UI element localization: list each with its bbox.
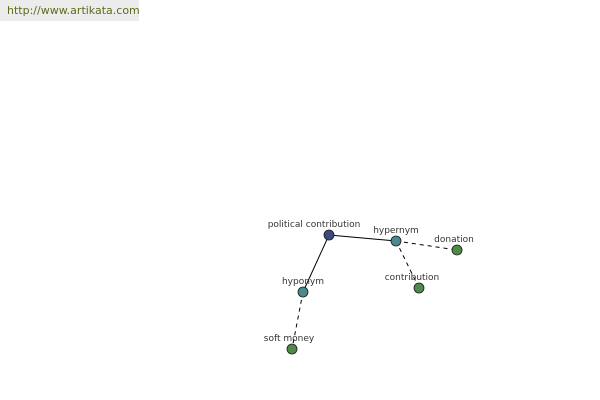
graph-nodes: political contribution hypernym hyponym don… xyxy=(264,220,474,355)
node-circle-contribution[interactable] xyxy=(413,282,425,294)
edge-hypernym-to-donation xyxy=(395,240,458,251)
node-circle-hypernym[interactable] xyxy=(390,235,402,247)
node-contribution[interactable]: contribution xyxy=(385,273,440,294)
node-label-hyponym[interactable]: hyponym xyxy=(282,277,324,287)
node-circle-political-contribution[interactable] xyxy=(323,229,335,241)
source-url-banner[interactable]: http://www.artikata.com xyxy=(0,0,140,21)
edge-political-contribution-to-hyponym xyxy=(302,234,330,293)
node-label-soft-money[interactable]: soft money xyxy=(264,334,315,344)
node-soft-money[interactable]: soft money xyxy=(264,334,315,355)
node-circle-soft-money[interactable] xyxy=(286,343,298,355)
node-circle-donation[interactable] xyxy=(451,244,463,256)
node-circle-hyponym[interactable] xyxy=(297,286,309,298)
node-political-contribution[interactable]: political contribution xyxy=(268,220,361,241)
edge-hypernym-to-contribution xyxy=(395,240,420,289)
graph-edges xyxy=(291,234,458,350)
node-label-donation[interactable]: donation xyxy=(434,235,474,245)
edge-political-contribution-to-hypernym xyxy=(328,234,397,242)
node-label-contribution[interactable]: contribution xyxy=(385,273,440,283)
node-hypernym[interactable]: hypernym xyxy=(373,226,419,247)
edge-hyponym-to-soft-money xyxy=(291,291,304,350)
node-donation[interactable]: donation xyxy=(434,235,474,256)
node-label-political-contribution[interactable]: political contribution xyxy=(268,220,361,230)
node-hyponym[interactable]: hyponym xyxy=(282,277,324,298)
node-label-hypernym[interactable]: hypernym xyxy=(373,226,419,236)
